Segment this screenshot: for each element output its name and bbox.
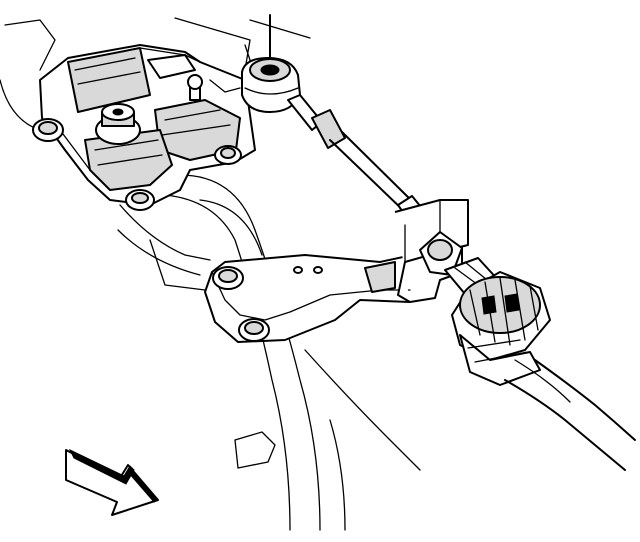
bolt-housing-right — [214, 145, 242, 165]
housing-bolts — [32, 74, 242, 211]
bolt-housing-center — [95, 103, 141, 145]
bolt-housing-bottom — [125, 189, 155, 211]
transmission-housing — [39, 44, 256, 206]
cable-sheath — [504, 359, 636, 471]
cable-adjuster — [451, 271, 551, 386]
front-arrow-icon — [65, 448, 159, 516]
bracket-bolts — [212, 266, 270, 342]
callout-1-label: 1 — [264, 0, 278, 14]
bolt-bracket-lower — [238, 318, 270, 342]
bolt-housing-left — [32, 118, 64, 142]
ball-stud — [187, 74, 203, 101]
bolt-bracket-upper — [212, 266, 244, 290]
